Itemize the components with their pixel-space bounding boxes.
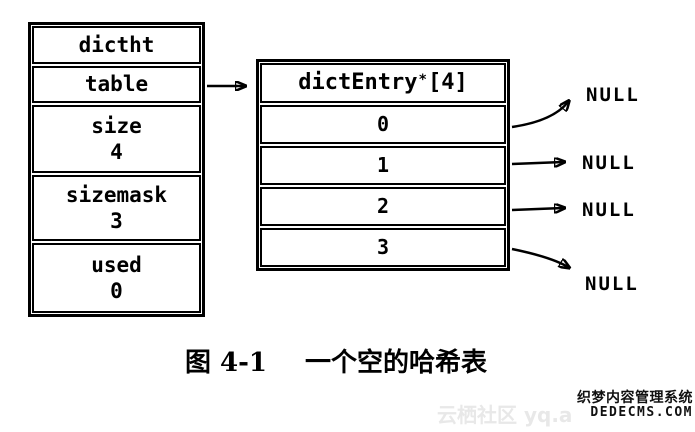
- figure-caption: 图 4-1 一个空的哈希表: [185, 342, 487, 379]
- dedecms-watermark: 织梦内容管理系统 DEDECMS.COM: [577, 390, 693, 421]
- null-label-1: NULL: [582, 152, 636, 174]
- field-size-value: 4: [110, 140, 123, 164]
- array-header-type: dictEntry: [298, 70, 418, 96]
- field-used-value: 0: [110, 279, 123, 303]
- struct-field-used-cell: used 0: [32, 243, 201, 313]
- array-slot-1-index: 1: [376, 153, 390, 177]
- slot-3-null-arrow: [511, 247, 568, 267]
- array-header-index: [4]: [427, 70, 468, 96]
- field-sizemask-label: sizemask: [65, 182, 168, 207]
- figure-caption-title: 一个空的哈希表: [305, 348, 488, 378]
- yunqi-community-watermark: 云栖社区 yq.a: [437, 403, 573, 427]
- field-used-label: used: [91, 252, 142, 277]
- struct-field-table-cell: table: [32, 66, 201, 103]
- figure-caption-number: 图 4-1: [185, 348, 268, 378]
- dedecms-watermark-domain: DEDECMS.COM: [590, 405, 693, 421]
- dictentry-array-box: dictEntry*[4] 0 1 2 3: [256, 59, 510, 271]
- null-label-0: NULL: [586, 84, 640, 106]
- array-slot-3: 3: [260, 228, 506, 267]
- struct-title: dictht: [78, 32, 155, 57]
- dedecms-watermark-name: 织梦内容管理系统: [577, 390, 693, 406]
- array-slot-1: 1: [260, 146, 506, 185]
- array-slot-0: 0: [260, 105, 506, 144]
- struct-field-sizemask-cell: sizemask 3: [32, 175, 201, 241]
- dictht-struct-box: dictht table size 4 sizemask 3 used 0: [28, 22, 205, 317]
- field-size-label: size: [91, 113, 142, 138]
- struct-title-cell: dictht: [32, 26, 201, 64]
- array-slot-3-index: 3: [376, 235, 390, 259]
- array-slot-2-index: 2: [376, 194, 390, 218]
- field-table-label: table: [84, 72, 149, 97]
- null-label-3: NULL: [585, 273, 639, 295]
- field-sizemask-value: 3: [110, 209, 123, 233]
- array-slot-0-index: 0: [376, 112, 390, 136]
- slot-2-null-arrow: [511, 208, 563, 210]
- array-header-cell: dictEntry*[4]: [260, 63, 506, 103]
- array-slot-2: 2: [260, 187, 506, 226]
- slot-1-null-arrow: [511, 162, 563, 164]
- struct-field-size-cell: size 4: [32, 105, 201, 173]
- null-label-2: NULL: [582, 199, 636, 221]
- slot-0-null-arrow: [511, 102, 568, 129]
